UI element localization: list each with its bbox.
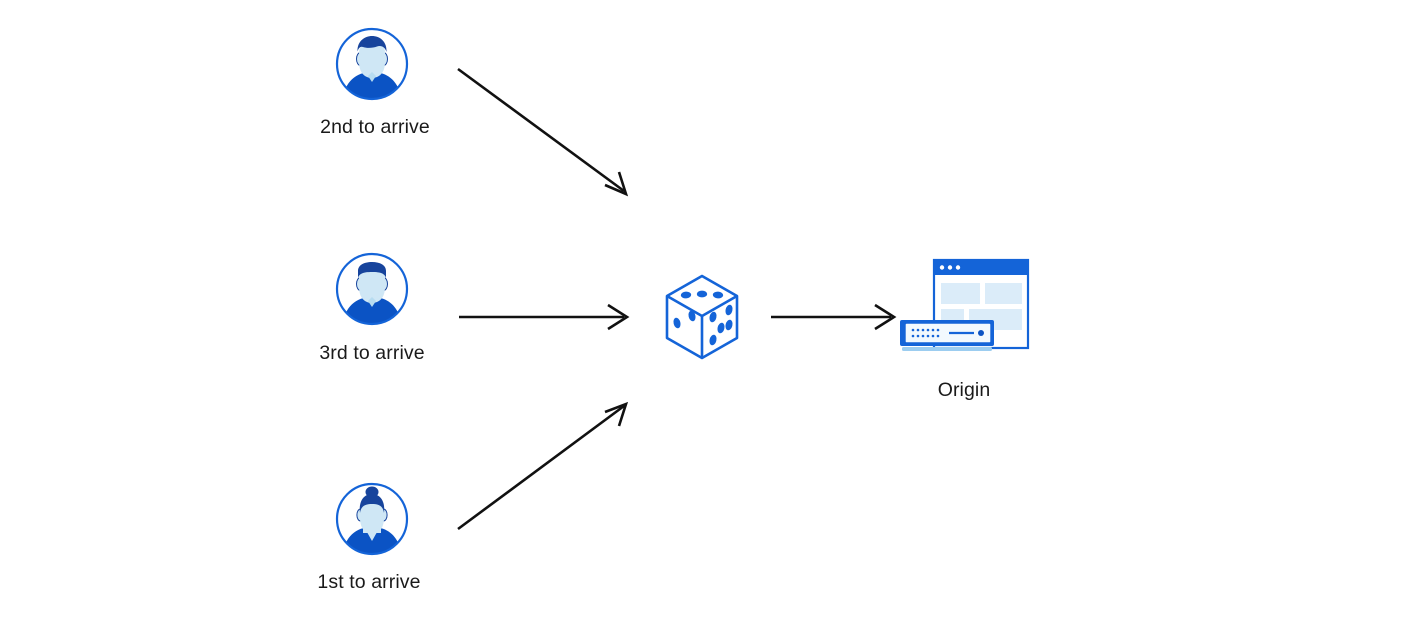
origin-server-icon	[900, 258, 1030, 351]
server-device-icon	[900, 320, 994, 351]
user-label-1st: 1st to arrive	[317, 571, 421, 593]
user-label-3rd: 3rd to arrive	[319, 342, 425, 364]
arrow-dice-to-origin	[771, 303, 897, 331]
dice-cube-icon	[665, 274, 739, 360]
arrow-3rd-to-dice	[459, 303, 630, 331]
arrow-2nd-to-dice	[457, 67, 629, 197]
user-node-2nd[interactable]	[334, 26, 410, 102]
origin-label: Origin	[937, 379, 991, 401]
arrow-1st-to-dice	[457, 401, 629, 531]
dice-node[interactable]	[663, 272, 741, 362]
user-node-1st[interactable]	[334, 481, 410, 557]
origin-node[interactable]	[896, 258, 1032, 358]
user-avatar-icon	[335, 252, 409, 326]
user-node-3rd[interactable]	[334, 251, 410, 327]
user-avatar-icon	[335, 482, 409, 556]
user-avatar-icon	[335, 27, 409, 101]
user-label-2nd: 2nd to arrive	[320, 116, 430, 138]
